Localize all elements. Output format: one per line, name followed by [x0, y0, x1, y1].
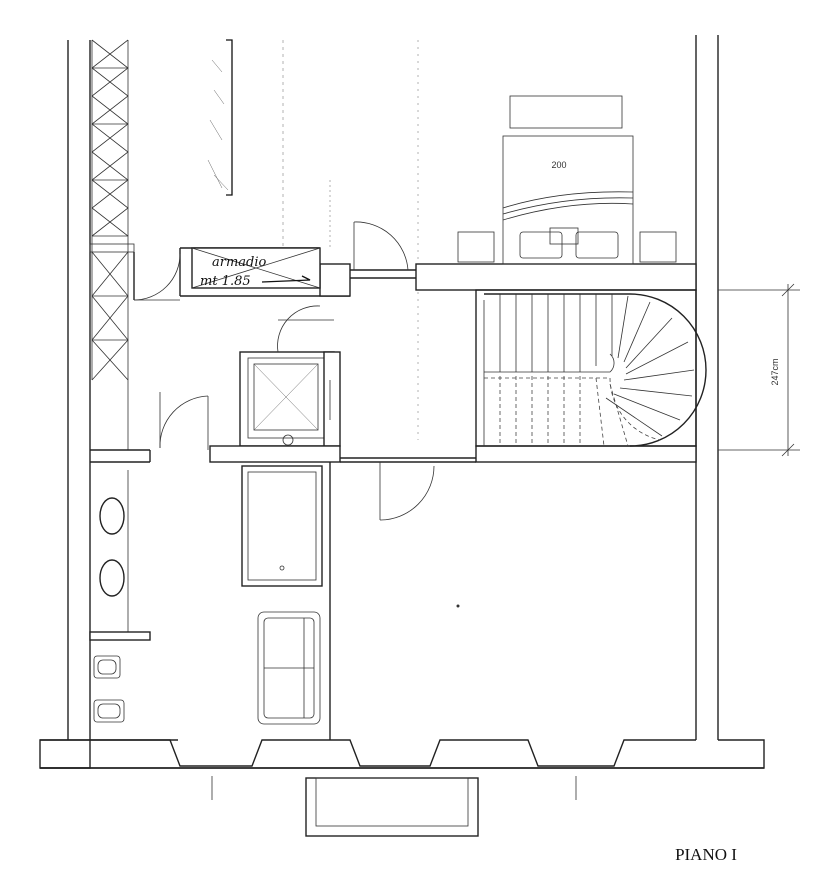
wardrobe-note-line2: mt 1.85 [200, 274, 251, 289]
middle-partition [90, 445, 697, 740]
balcony [305, 777, 479, 837]
bathroom-door [159, 392, 209, 450]
plan-title: PIANO I [675, 845, 737, 864]
bidet [93, 655, 121, 679]
bathroom-fixtures [89, 470, 151, 723]
bathtub [241, 465, 323, 587]
wardrobe: armadio mt 1.85 [191, 247, 321, 289]
double-bed: 200 [457, 95, 677, 265]
toilet [93, 699, 125, 723]
room-door [379, 462, 435, 521]
truss-column [89, 39, 135, 450]
wardrobe-note-line1: armadio [212, 255, 267, 270]
stair-dimension: 247cm [718, 283, 800, 457]
shower [239, 351, 341, 447]
pencil-scribble [207, 39, 233, 196]
bedroom-door [353, 221, 409, 271]
sofa [257, 611, 321, 725]
sink-basin-upper [99, 497, 125, 535]
bed-size-label: 200 [551, 160, 566, 170]
corridor-door-top [133, 253, 181, 301]
bottom-wall [39, 739, 765, 769]
sink-basin-lower [99, 559, 125, 597]
outer-walls [67, 35, 719, 740]
marker-dot [456, 604, 460, 608]
stair-dimension-label: 247cm [770, 358, 780, 385]
shower-door [277, 305, 334, 353]
spiral-staircase [475, 289, 707, 447]
